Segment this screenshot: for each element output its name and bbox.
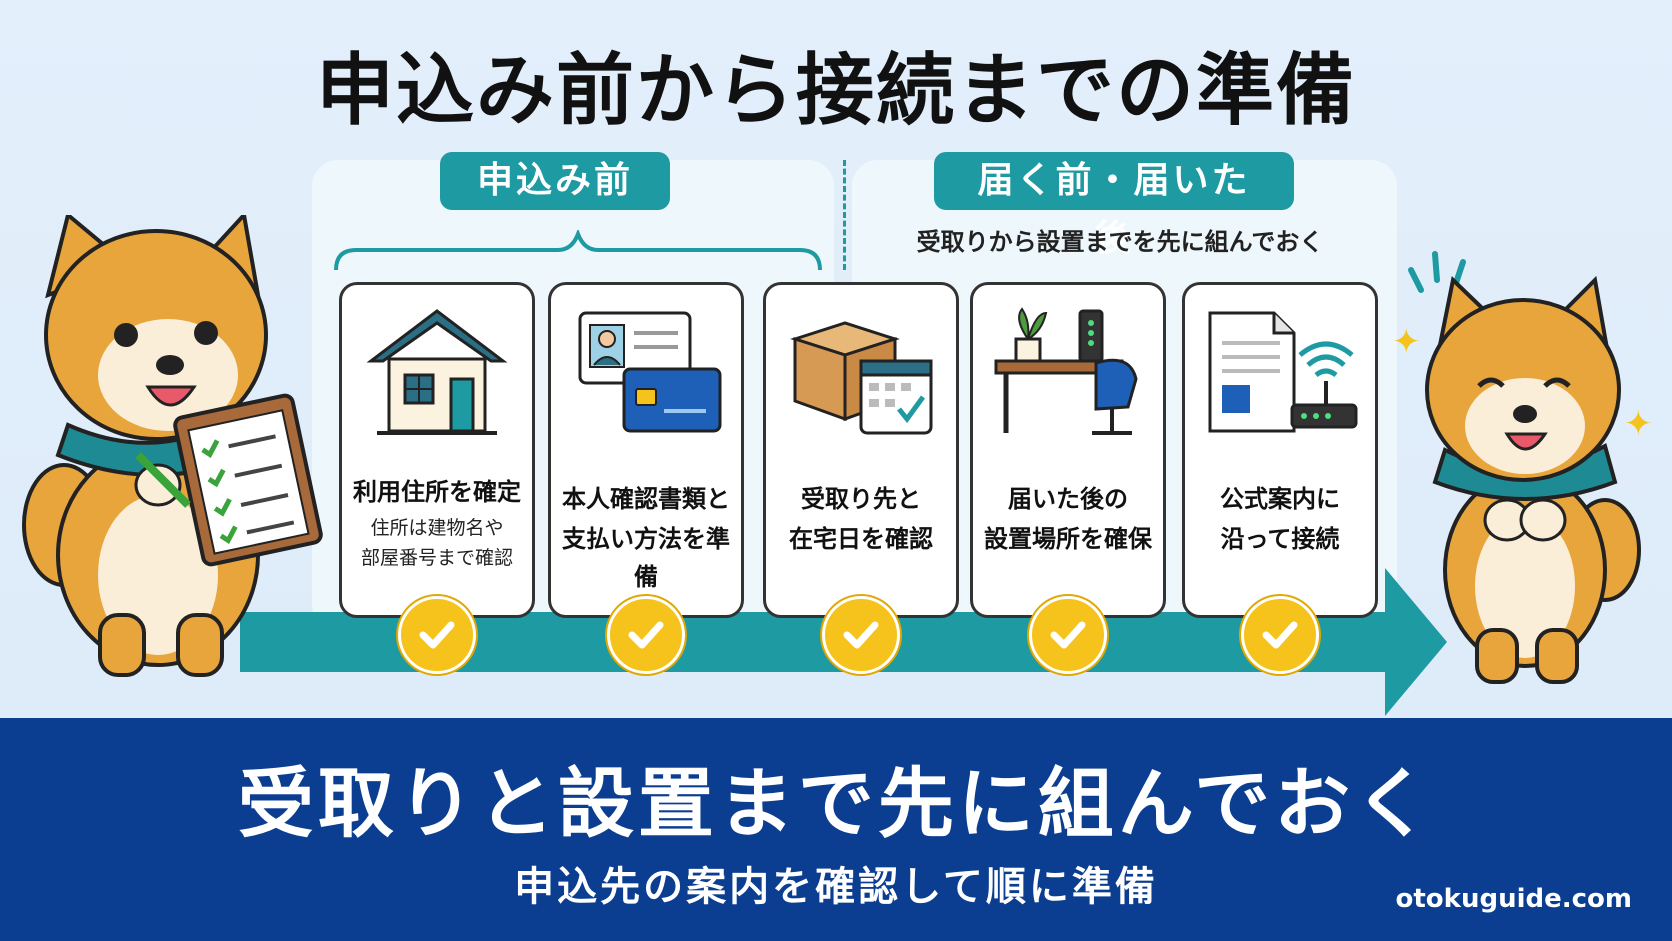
step-card-connection: 公式案内に 沿って接続 <box>1182 282 1378 618</box>
card-title-line1: 本人確認書類と <box>562 485 730 513</box>
page-title: 申込み前から接続までの準備 <box>315 46 1356 136</box>
card-title-line1: 受取り先と <box>801 485 921 513</box>
bracket-before <box>334 230 822 271</box>
card-subtitle-line1: 住所は建物名や <box>370 517 504 539</box>
timeline-arrow-head <box>1385 568 1447 716</box>
shiba-dog-clipboard-illustration <box>22 215 323 677</box>
card-title-line1: 公式案内に <box>1220 485 1340 513</box>
step-card-delivery: 受取り先と 在宅日を確認 <box>763 282 959 618</box>
phase-label-after: 届く前・届いた後 <box>934 152 1294 259</box>
step-card-id-payment: 本人確認書類と 支払い方法を準備 <box>548 282 744 618</box>
card-subtitle-line2: 部屋番号まで確認 <box>360 547 513 569</box>
footer-headline: 受取りと設置まで先に組んでおく <box>237 759 1435 848</box>
footer-subheadline: 申込先の案内を確認して順に準備 <box>514 864 1158 910</box>
house-icon <box>366 309 508 435</box>
sparkle-icon-1: ✦ <box>1392 322 1421 362</box>
card-title-line2: 在宅日を確認 <box>789 525 933 553</box>
site-url: otokuguide.com <box>1395 884 1632 914</box>
check-icon-4 <box>1029 596 1107 674</box>
check-icon-5 <box>1241 596 1319 674</box>
phase-label-before: 申込み前 <box>440 152 670 210</box>
document-wifi-icon <box>1208 311 1358 433</box>
footer-banner <box>0 718 1672 941</box>
check-icon-1 <box>398 596 476 674</box>
card-title: 利用住所を確定 <box>353 478 521 506</box>
phase-divider <box>843 160 846 270</box>
check-icon-3 <box>822 596 900 674</box>
step-card-address: 利用住所を確定 住所は建物名や 部屋番号まで確認 <box>339 282 535 618</box>
desk-router-icon <box>994 307 1138 435</box>
sparkle-icon-2: ✦ <box>1624 404 1653 444</box>
step-card-setup-location: 届いた後の 設置場所を確保 <box>970 282 1166 618</box>
card-title-line2: 沿って接続 <box>1220 525 1340 553</box>
card-title-line2: 設置場所を確保 <box>984 525 1152 553</box>
card-title-line2: 支払い方法を準備 <box>562 525 730 591</box>
id-card-icon <box>578 311 722 433</box>
card-title-line1: 届いた後の <box>1008 485 1128 513</box>
phase-subtitle-after: 受取りから設置までを先に組んでおく <box>916 228 1324 256</box>
package-calendar-icon <box>790 321 933 435</box>
shiba-dog-happy-illustration <box>1408 251 1641 684</box>
check-icon-2 <box>607 596 685 674</box>
